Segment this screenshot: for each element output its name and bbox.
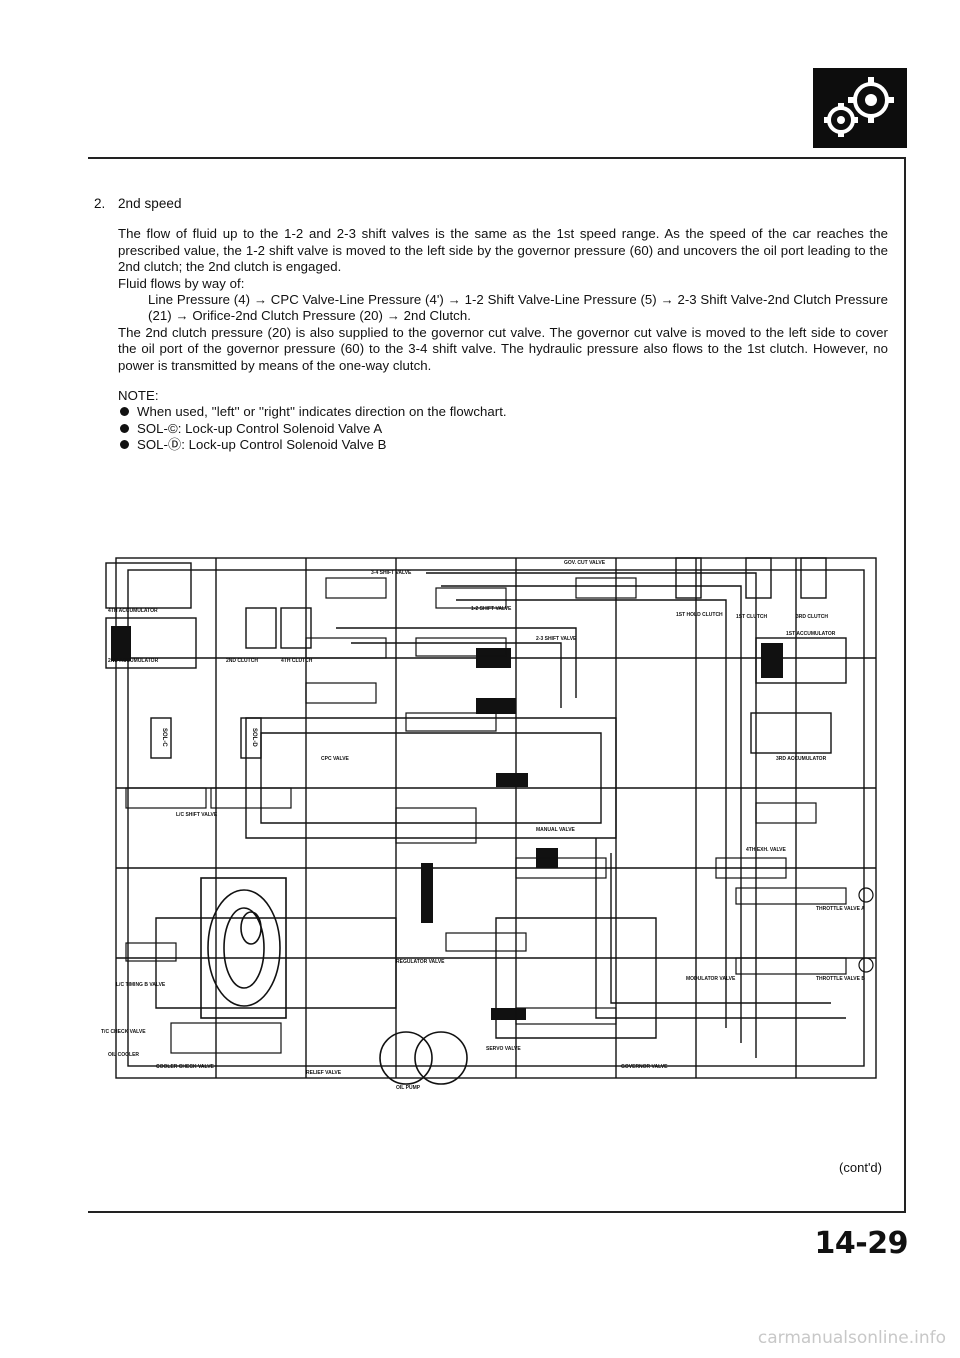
watermark: carmanualsonline.info [757, 1328, 946, 1348]
note-item: When used, ''left'' or ''right'' indicat… [118, 404, 888, 420]
bullet-icon [120, 440, 129, 450]
label-cpc-valve: CPC VALVE [321, 756, 350, 762]
label-oil-cooler: OIL COOLER [108, 1052, 139, 1058]
label-relief-valve: RELIEF VALVE [306, 1070, 342, 1076]
label-servo-valve: SERVO VALVE [486, 1046, 521, 1052]
main-text: 2. 2nd speed The flow of fluid up to the … [94, 196, 888, 454]
note-item: SOL-©: Lock-up Control Solenoid Valve A [118, 421, 888, 437]
paragraph-governor: The 2nd clutch pressure (20) is also sup… [118, 324, 888, 373]
note-item: SOL-Ⓓ: Lock-up Control Solenoid Valve B [118, 437, 888, 453]
label-throttle-valve-b: THROTTLE VALVE B [816, 976, 865, 982]
label-2nd-clutch: 2ND CLUTCH [226, 658, 258, 664]
label-governor-valve: GOVERNOR VALVE [621, 1064, 668, 1070]
label-cooler-check-valve: COOLER CHECK VALVE [156, 1064, 215, 1070]
label-oil-pump: OIL PUMP [396, 1085, 421, 1091]
label-regulator-valve: REGULATOR VALVE [396, 959, 445, 965]
label-manual-valve: MANUAL VALVE [536, 827, 576, 833]
paragraph-flow-path: Line Pressure (4) → CPC Valve-Line Press… [148, 292, 888, 324]
label-3-4-shift-valve: 3-4 SHIFT VALVE [371, 570, 412, 576]
note-title: NOTE: [118, 388, 159, 404]
label-4th-exh-valve: 4TH EXH. VALVE [746, 847, 786, 853]
section-title: 2nd speed [118, 196, 182, 211]
label-3rd-accumulator: 3RD ACCUMULATOR [776, 756, 827, 762]
continued-label: (cont'd) [839, 1160, 882, 1175]
right-frame-rule [904, 157, 906, 1212]
label-lc-shift-valve: L/C SHIFT VALVE [176, 812, 218, 818]
label-lc-timing-valve: L/C TIMING B VALVE [116, 982, 166, 988]
label-gov-cut-valve: GOV. CUT VALVE [564, 560, 606, 566]
paragraph-intro: The flow of fluid up to the 1-2 and 2-3 … [118, 226, 888, 275]
label-1st-hold-clutch: 1ST HOLD CLUTCH [676, 612, 723, 618]
gears-icon [813, 68, 907, 148]
bullet-icon [120, 407, 129, 417]
hydraulic-flowchart: GOV. CUT VALVE 3-4 SHIFT VALVE 2-3 SHIFT… [96, 538, 896, 1094]
top-rule [88, 157, 906, 159]
bottom-rule [88, 1211, 906, 1213]
label-2nd-accumulator: 2ND ACCUMULATOR [108, 658, 159, 664]
label-4th-clutch: 4TH CLUTCH [281, 658, 313, 664]
label-3rd-clutch: 3RD CLUTCH [796, 614, 828, 620]
page-number: 14-29 [814, 1226, 909, 1261]
label-modulator-valve: MODULATOR VALVE [686, 976, 736, 982]
paragraph-flow-label: Fluid flows by way of: [118, 275, 245, 291]
label-sol-c: SOL-C [161, 728, 167, 747]
label-sol-d: SOL-D [251, 728, 257, 747]
label-1st-clutch: 1ST CLUTCH [736, 614, 768, 620]
label-4th-accumulator: 4TH ACCUMULATOR [108, 608, 158, 614]
section-number: 2. [94, 196, 106, 211]
label-throttle-valve-a: THROTTLE VALVE A [816, 906, 865, 912]
label-1-2-shift-valve: 1-2 SHIFT VALVE [471, 606, 512, 612]
bullet-icon [120, 423, 129, 433]
section-heading: 2. 2nd speed [94, 196, 888, 212]
label-2-3-shift-valve: 2-3 SHIFT VALVE [536, 636, 577, 642]
label-tc-check-valve: T/C CHECK VALVE [101, 1029, 146, 1035]
label-1st-accumulator: 1ST ACCUMULATOR [786, 631, 836, 637]
